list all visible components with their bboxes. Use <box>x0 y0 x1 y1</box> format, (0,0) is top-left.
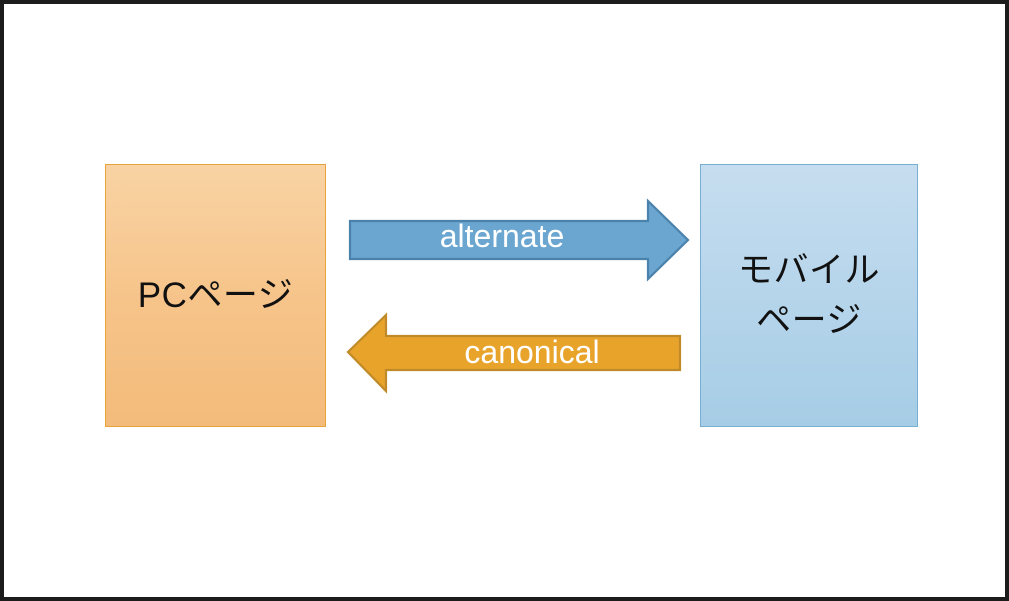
arrow-right-icon <box>348 198 690 282</box>
node-pc-page-label: PCページ <box>137 275 294 315</box>
node-mobile-page-label: モバイル ページ <box>737 250 880 340</box>
arrow-left-icon <box>346 312 682 394</box>
canonical-arrow-label: canonical <box>464 334 600 370</box>
node-mobile-page[interactable]: モバイル ページ <box>700 164 918 427</box>
alternate-arrow-label: alternate <box>439 218 565 254</box>
node-pc-page[interactable]: PCページ <box>105 164 326 427</box>
canonical-arrow[interactable]: canonical <box>342 307 686 399</box>
alternate-arrow[interactable]: alternate <box>344 194 694 286</box>
